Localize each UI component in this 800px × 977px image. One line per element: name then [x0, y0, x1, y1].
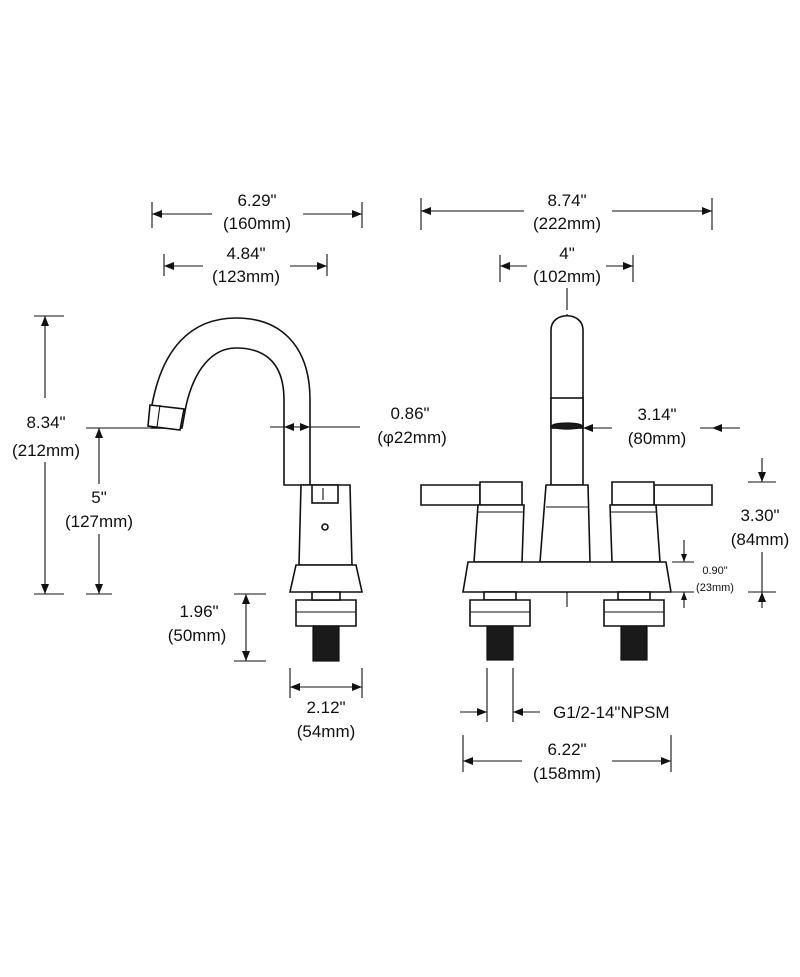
front-base-height-mm: (23mm) — [696, 582, 734, 594]
front-view: 8.74" (222mm) 4" (102mm) — [420, 191, 790, 783]
side-shank — [312, 625, 340, 662]
dim-front-center-spread: 4" (102mm) — [499, 244, 634, 286]
front-overall-width-mm: (222mm) — [533, 214, 601, 233]
front-center-spread-inch: 4" — [559, 244, 575, 263]
front-center-spread-mm: (102mm) — [533, 267, 601, 286]
front-overall-width-inch: 8.74" — [547, 191, 586, 210]
front-spout-above-handle-mm: (80mm) — [628, 429, 687, 448]
side-set-screw — [321, 523, 329, 531]
side-base-width-mm: (54mm) — [297, 722, 356, 741]
dim-front-base-height: 0.90" (23mm) — [672, 540, 734, 608]
dim-front-base-length: 6.22" (158mm) — [462, 735, 672, 783]
dim-side-spout-diameter: 0.86" (φ22mm) — [270, 404, 447, 447]
front-base-length-inch: 6.22" — [547, 740, 586, 759]
dim-side-overall-width: 6.29" (160mm) — [151, 191, 363, 233]
side-view: 6.29" (160mm) 4.84" (123mm) 8.34" (212mm… — [12, 191, 447, 741]
front-handle-height-mm: (84mm) — [731, 530, 790, 549]
side-overall-width-mm: (160mm) — [223, 214, 291, 233]
side-shank-length-mm: (50mm) — [168, 626, 227, 645]
front-base-height-inch: 0.90" — [702, 565, 727, 577]
dim-side-spout-height: 5" (127mm) — [65, 427, 158, 595]
front-left-handle — [420, 481, 525, 563]
dim-front-spout-above-handle: 3.14" (80mm) — [583, 405, 740, 448]
front-center-escutcheon — [539, 484, 591, 563]
side-spout-diameter-inch: 0.86" — [390, 404, 429, 423]
dim-side-base-width: 2.12" (54mm) — [289, 668, 363, 741]
spout-tip — [147, 404, 185, 431]
front-handle-height-inch: 3.30" — [740, 506, 779, 525]
side-overall-width-inch: 6.29" — [237, 191, 276, 210]
front-right-shank — [603, 591, 665, 661]
side-spout-reach-inch: 4.84" — [226, 244, 265, 263]
side-spout-reach-mm: (123mm) — [212, 267, 280, 286]
side-base-width-inch: 2.12" — [306, 698, 345, 717]
front-spout-above-handle-inch: 3.14" — [637, 405, 676, 424]
dim-front-handle-height: 3.30" (84mm) — [731, 458, 790, 608]
dim-side-shank-length: 1.96" (50mm) — [168, 593, 266, 662]
side-spout-height-inch: 5" — [91, 488, 107, 507]
front-thread-spec: G1/2-14"NPSM — [553, 703, 670, 722]
front-base-length-mm: (158mm) — [533, 764, 601, 783]
front-left-shank — [469, 591, 531, 661]
side-faucet-body — [147, 317, 363, 662]
side-spout-height-mm: (127mm) — [65, 512, 133, 531]
front-aerator — [551, 422, 583, 430]
dim-side-overall-height: 8.34" (212mm) — [12, 315, 80, 595]
dim-front-thread-spec: G1/2-14"NPSM — [460, 668, 670, 722]
dim-side-spout-reach: 4.84" (123mm) — [163, 244, 328, 286]
side-overall-height-mm: (212mm) — [12, 441, 80, 460]
side-spout-diameter-mm: (φ22mm) — [377, 428, 447, 447]
front-right-handle — [609, 481, 713, 563]
side-base — [289, 564, 363, 593]
side-overall-height-inch: 8.34" — [26, 413, 65, 432]
side-shank-length-inch: 1.96" — [179, 602, 218, 621]
front-base-plate — [462, 561, 672, 593]
side-mounting-nut — [295, 599, 357, 627]
dim-front-overall-width: 8.74" (222mm) — [420, 191, 713, 233]
front-spout — [550, 315, 584, 486]
